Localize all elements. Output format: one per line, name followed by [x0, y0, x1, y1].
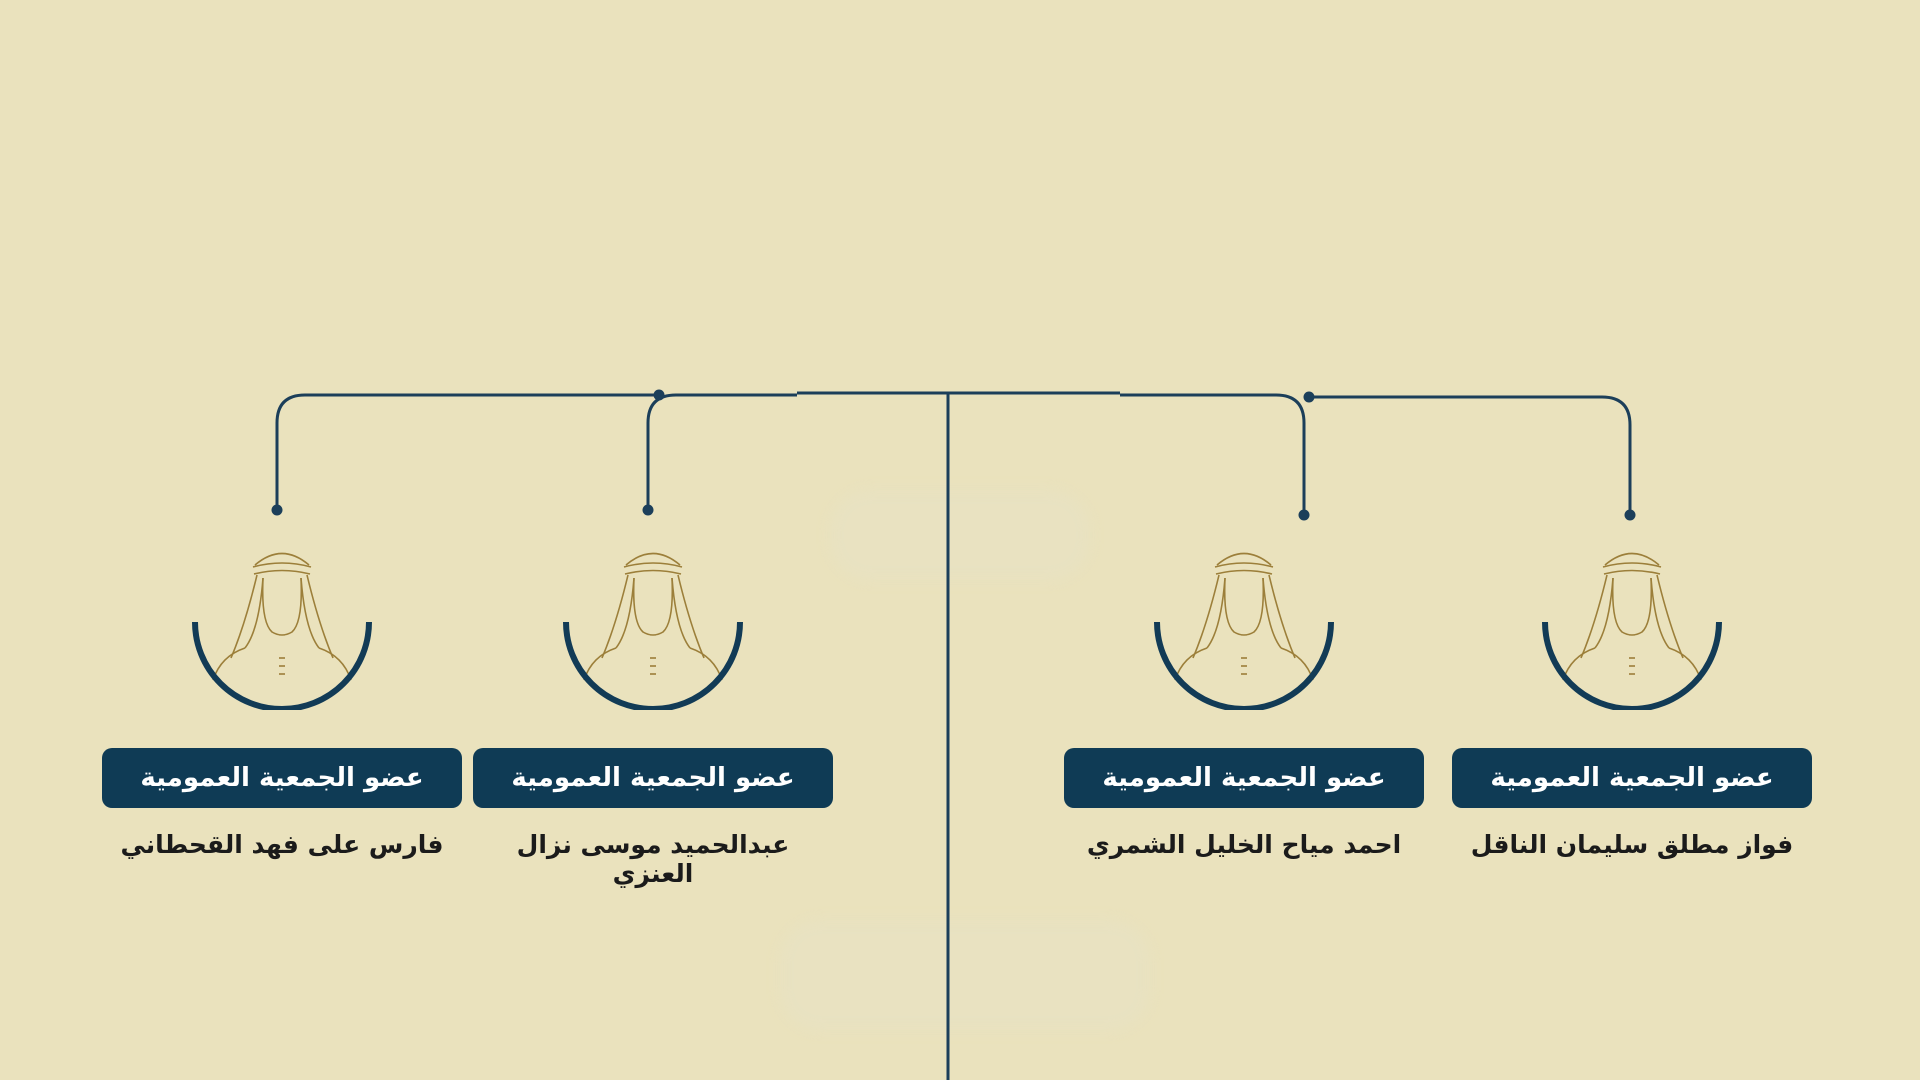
role-badge: عضو الجمعية العمومية — [1064, 748, 1424, 808]
arab-man-avatar-icon — [192, 552, 372, 710]
connector-member-1 — [275, 393, 659, 510]
connector-dot — [271, 504, 283, 516]
role-badge: عضو الجمعية العمومية — [473, 748, 833, 808]
member-name: عبدالحميد موسى نزال العنزي — [516, 830, 790, 888]
member-name: فارس على فهد القحطاني — [120, 830, 444, 859]
connector-dot — [1298, 509, 1310, 521]
connector-dot — [1303, 391, 1315, 403]
connector-member-4 — [1309, 395, 1632, 515]
member-card-2: عضو الجمعية العمومية عبدالحميد موسى نزال… — [473, 530, 833, 888]
background-blob — [780, 920, 1150, 1030]
connector-dot — [642, 504, 654, 516]
connector-member-3 — [1120, 393, 1306, 515]
member-card-4: عضو الجمعية العمومية فواز مطلق سليمان ال… — [1452, 530, 1812, 859]
arab-man-avatar-icon — [1542, 552, 1722, 710]
member-card-3: عضو الجمعية العمومية احمد مياح الخليل ال… — [1064, 530, 1424, 859]
role-badge: عضو الجمعية العمومية — [102, 748, 462, 808]
member-name: فواز مطلق سليمان الناقل — [1470, 830, 1794, 859]
arab-man-avatar-icon — [1154, 552, 1334, 710]
arab-man-avatar-icon — [563, 552, 743, 710]
role-badge: عضو الجمعية العمومية — [1452, 748, 1812, 808]
member-card-1: عضو الجمعية العمومية فارس على فهد القحطا… — [102, 530, 462, 859]
background-blob — [830, 490, 1090, 580]
member-name: احمد مياح الخليل الشمري — [1086, 830, 1402, 859]
connector-member-2 — [646, 393, 797, 510]
connector-dot — [1624, 509, 1636, 521]
